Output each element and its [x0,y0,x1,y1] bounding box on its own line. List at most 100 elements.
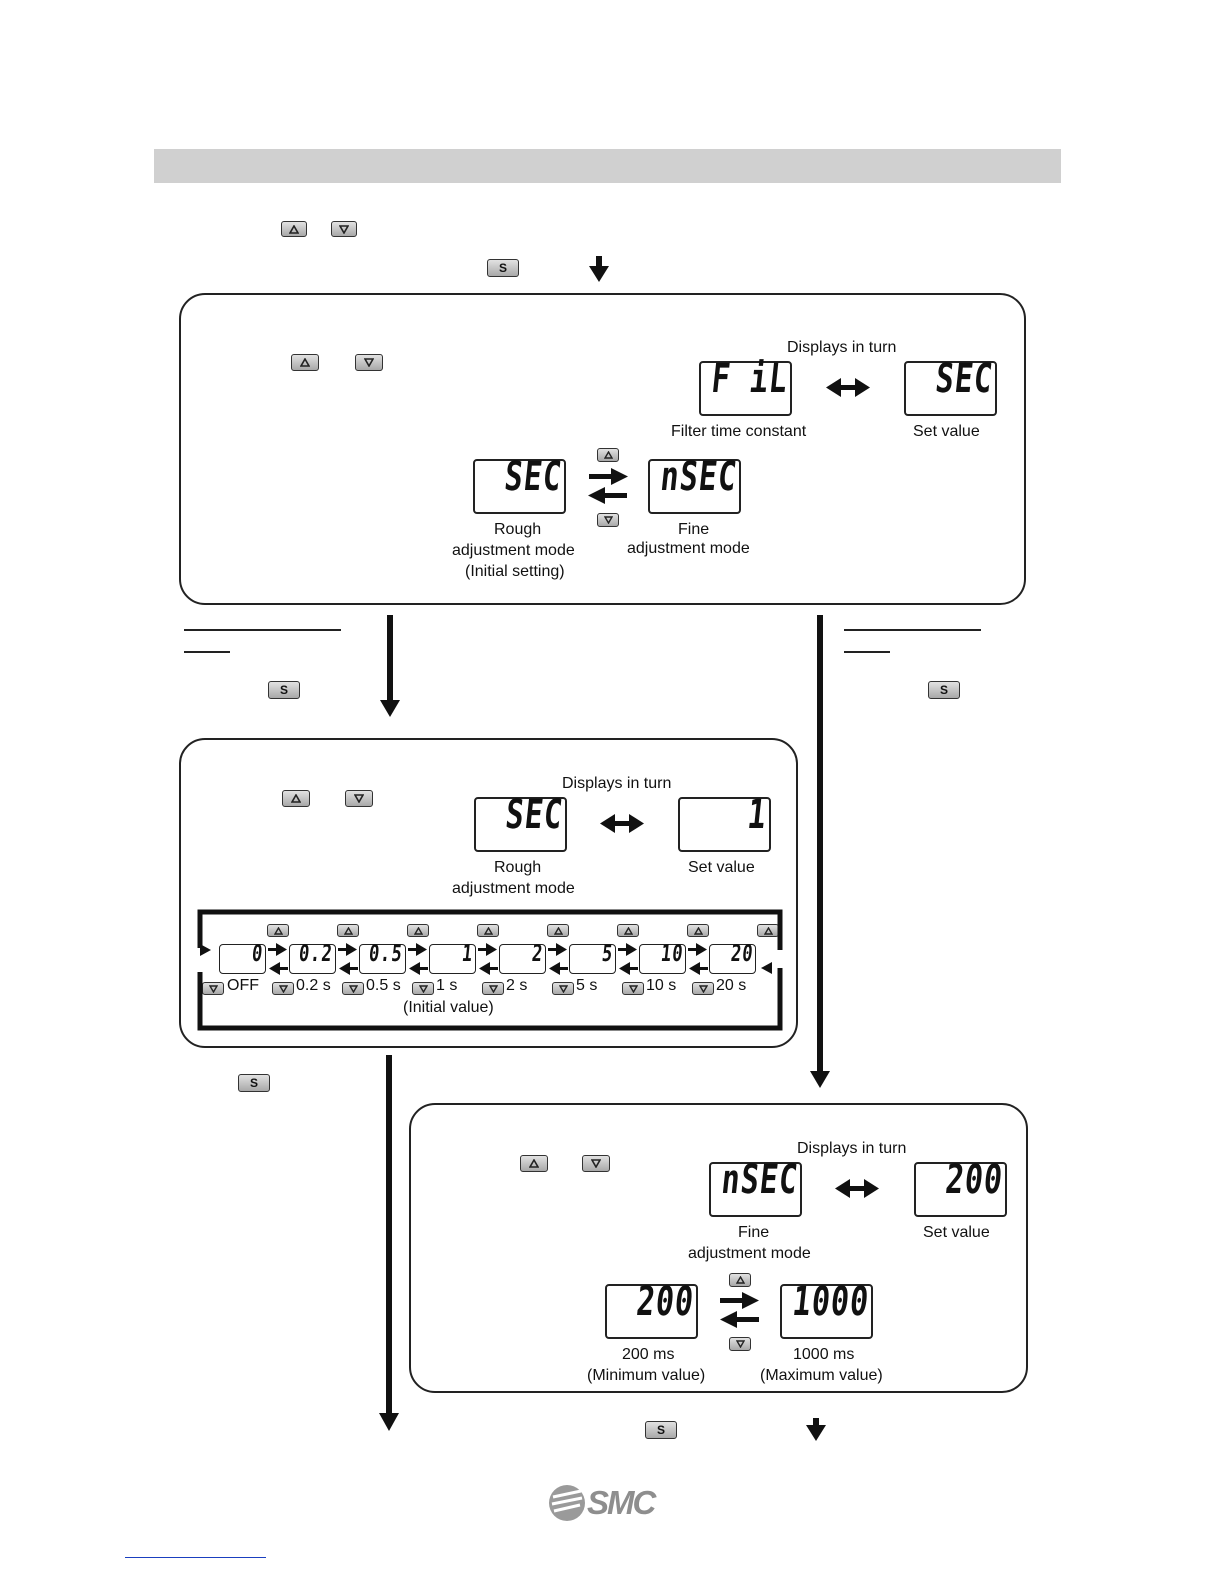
up-button-icon [267,924,289,937]
up-button-icon [520,1155,548,1172]
lcd-value-display: 1 [678,792,771,852]
up-button-icon [687,924,709,937]
fine-label-line2: adjustment mode [627,540,750,557]
flow-line-left-lower [379,1055,399,1431]
down-button-icon [482,982,504,995]
set-value-label: Set value [923,1224,990,1241]
up-button-icon [282,790,310,807]
down-button-icon [729,1337,751,1351]
min-label-line2: (Minimum value) [587,1367,706,1384]
displays-in-turn-label: Displays in turn [562,775,672,792]
flow-line-right [810,615,830,1088]
set-button-icon: S [238,1074,270,1092]
down-button-icon [272,982,294,995]
down-arrow-icon [589,256,609,282]
rough-adjust-panel [179,738,798,1048]
lcd-sec-display: SEC [904,356,997,416]
rough-label-line2: adjustment mode [452,880,575,897]
fine-adjust-panel [409,1103,1028,1393]
down-arrow-icon [806,1418,826,1441]
cycle-arrows-icon [337,942,359,976]
rough-label-line2: adjustment mode [452,542,575,559]
set-button-icon: S [487,259,519,277]
cycle-arrows-icon [687,942,709,976]
displays-in-turn-label: Displays in turn [797,1140,907,1157]
exchange-arrows-icon [720,1292,759,1328]
cycle-lcd: 1 [429,941,476,974]
cycle-lcd: 5 [569,941,616,974]
lcd-sec-display: SEC [474,792,567,852]
cycle-arrows-icon [617,942,639,976]
rough-label-line1: Rough [494,859,542,876]
lcd-value-display: 200 [914,1157,1007,1217]
up-button-icon [337,924,359,937]
up-button-icon [757,924,779,937]
text-underline [844,651,890,653]
lcd-max-display: 1000 [780,1279,873,1339]
up-button-icon [547,924,569,937]
up-button-icon [597,448,619,462]
cycle-arrows-icon [477,942,499,976]
cycle-lcd: 0.2 [289,941,336,974]
lcd-min-display: 200 [605,1279,698,1339]
cycle-value-label: 10 s [646,977,677,994]
initial-value-label: (Initial value) [403,999,494,1016]
section-header-bar [154,149,1061,183]
rough-label-line1: Rough [494,521,542,538]
max-label-line1: 1000 ms [793,1346,855,1363]
smc-logo-text: SMC [587,1484,656,1521]
down-button-icon [331,221,357,237]
loop-arrow-head [761,962,772,974]
cycle-arrows-icon [407,942,429,976]
cycle-value-label: 1 s [436,977,458,994]
set-value-label: Set value [688,859,755,876]
fine-label-line1: Fine [678,521,710,538]
up-button-icon [407,924,429,937]
up-button-icon [617,924,639,937]
cycle-value-label: 2 s [506,977,528,994]
set-button-icon: S [645,1421,677,1439]
cycle-value-label: 20 s [716,977,747,994]
down-button-icon [552,982,574,995]
lcd-fine-display: nSEC [648,454,741,514]
filter-time-constant-label: Filter time constant [671,423,807,440]
min-label-line1: 200 ms [622,1346,675,1363]
cycle-lcd: 0.5 [359,941,406,974]
down-button-icon [622,982,644,995]
fine-label-line2: adjustment mode [688,1245,811,1262]
cycle-lcd: 2 [499,941,546,974]
text-underline [844,629,981,631]
cycle-lcd: 20 [709,941,756,974]
cycle-value-label: OFF [227,977,259,994]
set-button-icon: S [928,681,960,699]
cycle-value-label: 0.5 s [366,977,401,994]
cycle-arrows-icon [267,942,289,976]
fine-label-line1: Fine [738,1224,770,1241]
down-button-icon [692,982,714,995]
smc-logo-emblem-icon [549,1485,585,1521]
cycle-value-label: 5 s [576,977,598,994]
cycle-lcd: 0 [219,941,266,974]
cycle-loop-frame [197,909,783,1031]
cycle-value-label: 0.2 s [296,977,331,994]
double-arrow-icon [835,1179,879,1198]
up-button-icon [291,354,319,371]
up-button-icon [729,1273,751,1287]
double-arrow-icon [826,378,870,397]
smc-logo: SMC [547,1483,672,1523]
exchange-arrows-icon [588,468,628,504]
double-arrow-icon [600,814,644,833]
text-underline [184,629,341,631]
down-button-icon [355,354,383,371]
set-value-label: Set value [913,423,980,440]
down-button-icon [582,1155,610,1172]
text-underline [184,651,230,653]
flow-line-left [380,615,400,717]
lcd-fine-display: nSEC [709,1157,802,1217]
footer-link-underline [125,1557,266,1558]
down-button-icon [597,513,619,527]
down-button-icon [345,790,373,807]
lcd-rough-display: SEC [473,454,566,514]
cycle-lcd: 10 [639,941,686,974]
